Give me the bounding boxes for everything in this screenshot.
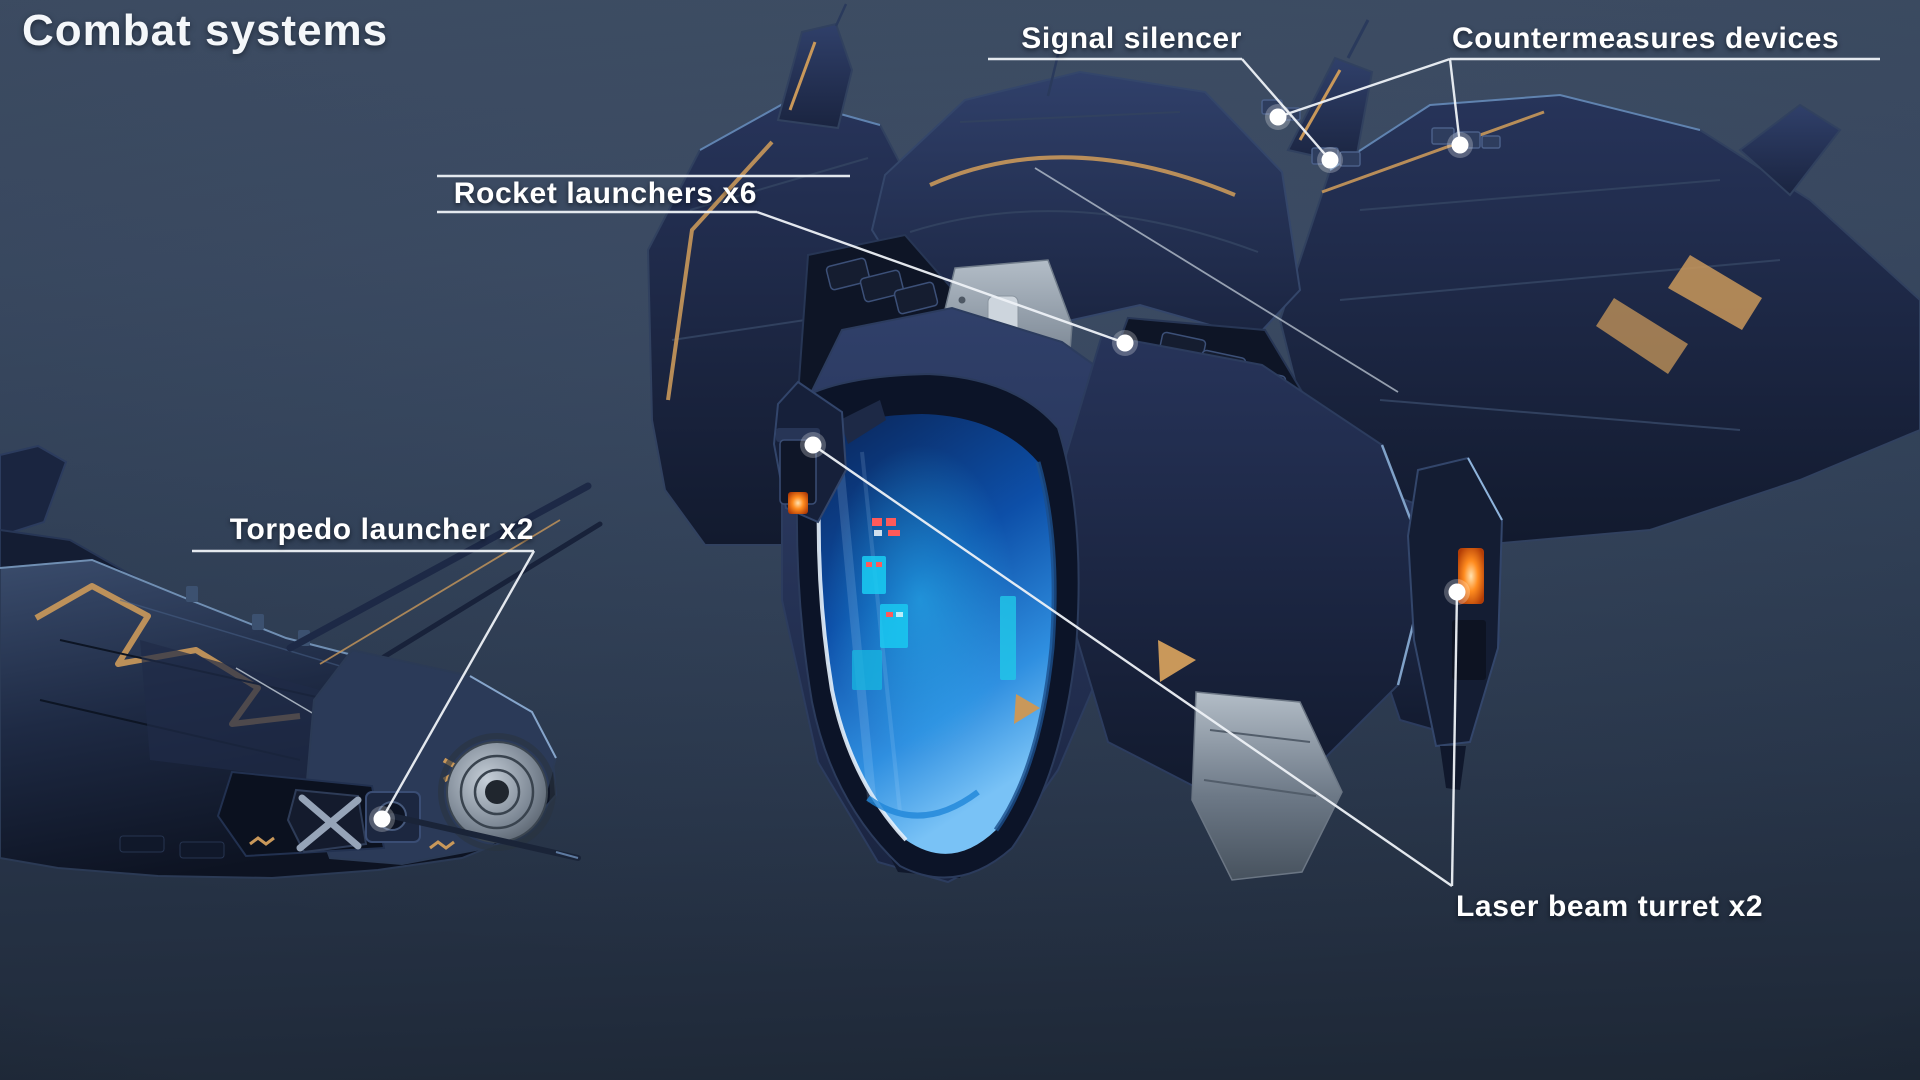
callout-label-torpedo-launcher: Torpedo launcher x2 (229, 513, 534, 546)
laser-turret-leader-a (812, 444, 1453, 887)
callout-label-rocket-launchers: Rocket launchers x6 (453, 177, 757, 210)
mid-panel (140, 640, 320, 780)
nose-cone (438, 733, 556, 851)
hull-antenna-wire (1034, 167, 1399, 393)
laser-turret-leader-b (1450, 591, 1459, 887)
tail-fin (0, 444, 68, 538)
main-ship (646, 3, 1920, 884)
page-title: Combat systems (22, 6, 389, 55)
rocket-launchers-leader (756, 210, 1126, 345)
side-ship (0, 444, 603, 880)
tan-marking (1158, 640, 1196, 682)
callout-dot-countermeasures-b (1447, 132, 1473, 158)
callout-overlay (192, 57, 1880, 887)
right-flank-hull (1065, 333, 1430, 881)
tan-chevron (1596, 298, 1688, 374)
countermeasures-leader-b (1448, 58, 1462, 146)
callout-label-signal-silencer: Signal silencer (1021, 22, 1242, 55)
far-right-fin (1738, 103, 1842, 197)
cockpit-hud-panels (852, 518, 1040, 819)
callout-dot-countermeasures-a (1265, 104, 1291, 130)
callout-dots (369, 104, 1473, 832)
callout-label-laser-turret: Laser beam turret x2 (1456, 890, 1764, 923)
left-gun-glow (788, 492, 808, 514)
belly-details (119, 835, 455, 859)
callout-dot-laser-right (1444, 579, 1470, 605)
countermeasures-device (1431, 127, 1501, 149)
right-top-fin (1286, 19, 1374, 167)
callout-dot-laser-left (800, 432, 826, 458)
callout-dot-rocket-launchers (1112, 330, 1138, 356)
callout-dot-torpedo-launcher (369, 806, 395, 832)
signal-silencer-leader (1241, 58, 1331, 161)
torpedo-bay (216, 770, 421, 858)
left-top-fin (776, 3, 854, 130)
silver-chin-wedge (1191, 691, 1343, 881)
countermeasures-leader-a (1277, 57, 1451, 119)
callout-dot-signal-silencer (1317, 147, 1343, 173)
callout-label-countermeasures: Countermeasures devices (1452, 22, 1840, 55)
tan-chevron (1668, 255, 1762, 330)
torpedo-launcher-leader (380, 550, 536, 820)
cockpit-canopy (795, 372, 1080, 879)
lower-antenna (389, 813, 581, 861)
